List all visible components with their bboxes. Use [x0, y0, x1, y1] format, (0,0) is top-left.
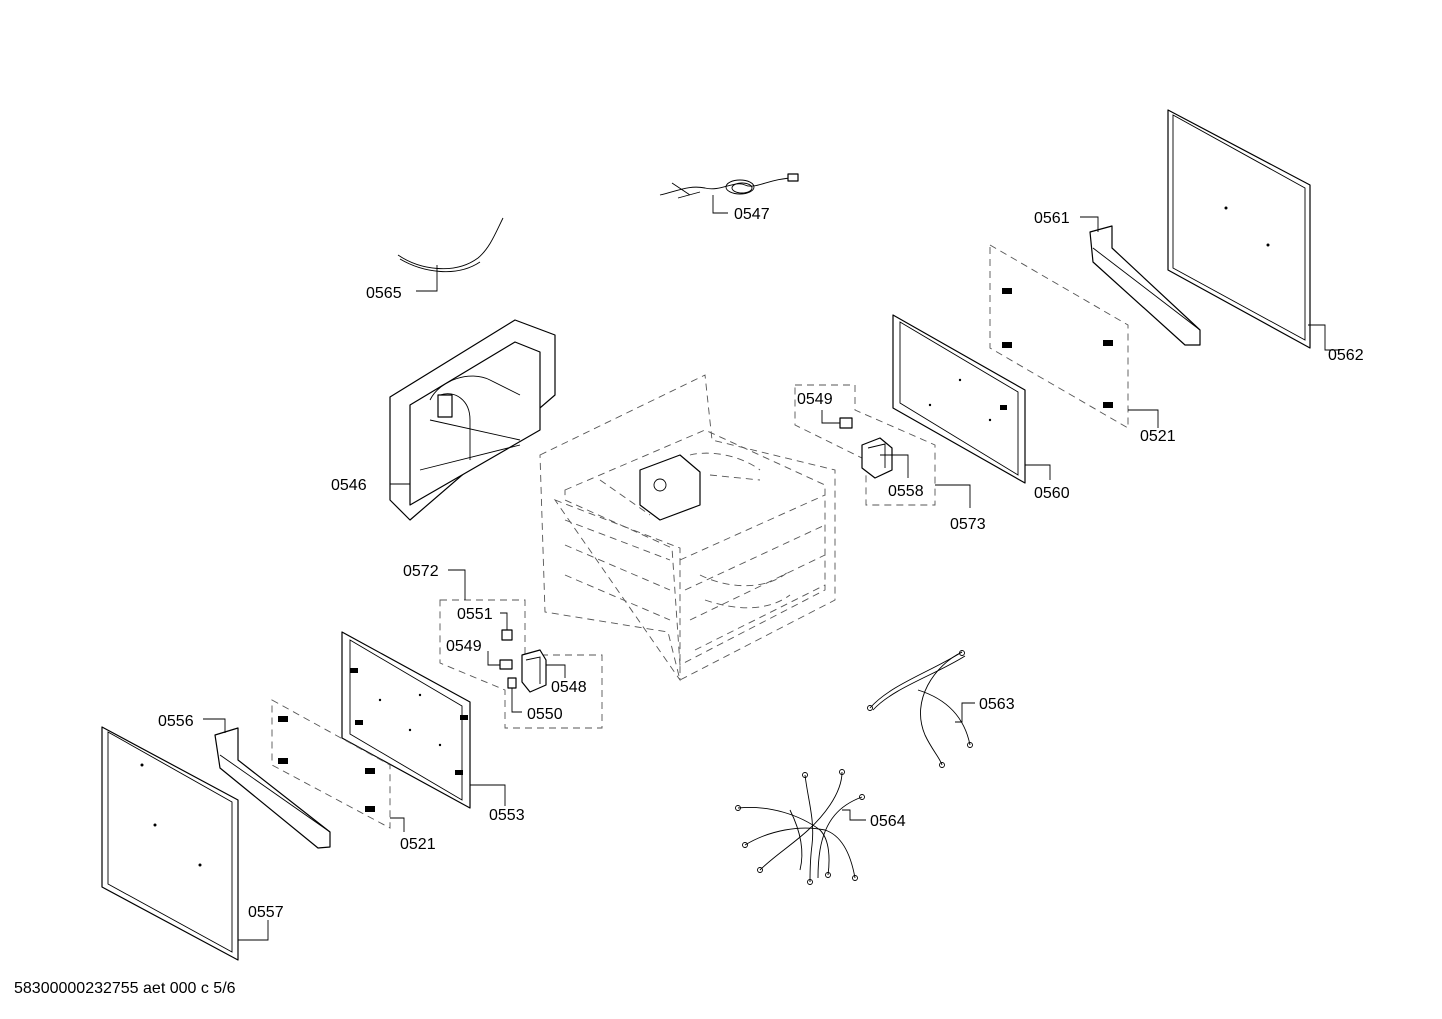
part-0565-wire[interactable]: [397, 217, 504, 292]
label-0565: 0565: [366, 285, 402, 302]
label-0549-top: 0549: [797, 391, 833, 408]
part-oven-cavity[interactable]: [539, 374, 836, 682]
label-0561: 0561: [1034, 210, 1070, 227]
label-0548: 0548: [551, 679, 587, 696]
label-0549-bottom: 0549: [446, 638, 482, 655]
label-0546: 0546: [331, 477, 367, 494]
label-0573: 0573: [950, 516, 986, 533]
part-0572-switch-group[interactable]: [439, 569, 603, 729]
label-0557: 0557: [248, 904, 284, 921]
label-0521-bottom: 0521: [400, 836, 436, 853]
label-0551: 0551: [457, 606, 493, 623]
label-0560: 0560: [1034, 485, 1070, 502]
label-0553: 0553: [489, 807, 525, 824]
label-0550: 0550: [527, 706, 563, 723]
label-0521-top: 0521: [1140, 428, 1176, 445]
part-0521-bottom-insulation[interactable]: [271, 699, 405, 832]
label-0564: 0564: [870, 813, 906, 830]
part-0562-right-panel[interactable]: [1167, 109, 1340, 351]
label-0556: 0556: [158, 713, 194, 730]
label-0562: 0562: [1328, 347, 1364, 364]
part-0556-left-bracket[interactable]: [203, 718, 331, 849]
part-0573-switch-group[interactable]: [794, 384, 971, 508]
part-0557-left-panel[interactable]: [101, 726, 269, 961]
part-0560-right-inner-panel[interactable]: [892, 314, 1051, 484]
part-0547-cable[interactable]: [659, 173, 799, 214]
part-0553-left-inner-panel[interactable]: [341, 631, 506, 809]
label-0563: 0563: [979, 696, 1015, 713]
part-0521-top-insulation[interactable]: [989, 244, 1159, 429]
label-0572: 0572: [403, 563, 439, 580]
part-0561-right-bracket[interactable]: [1080, 216, 1201, 346]
part-0563-wire[interactable]: [867, 650, 976, 768]
part-0546-rear-frame[interactable]: [389, 319, 556, 521]
part-0564-wire-bundle[interactable]: [735, 769, 867, 885]
label-0558: 0558: [888, 483, 924, 500]
label-0547: 0547: [734, 206, 770, 223]
document-footer-code: 58300000232755 aet 000 c 5/6: [14, 980, 236, 997]
